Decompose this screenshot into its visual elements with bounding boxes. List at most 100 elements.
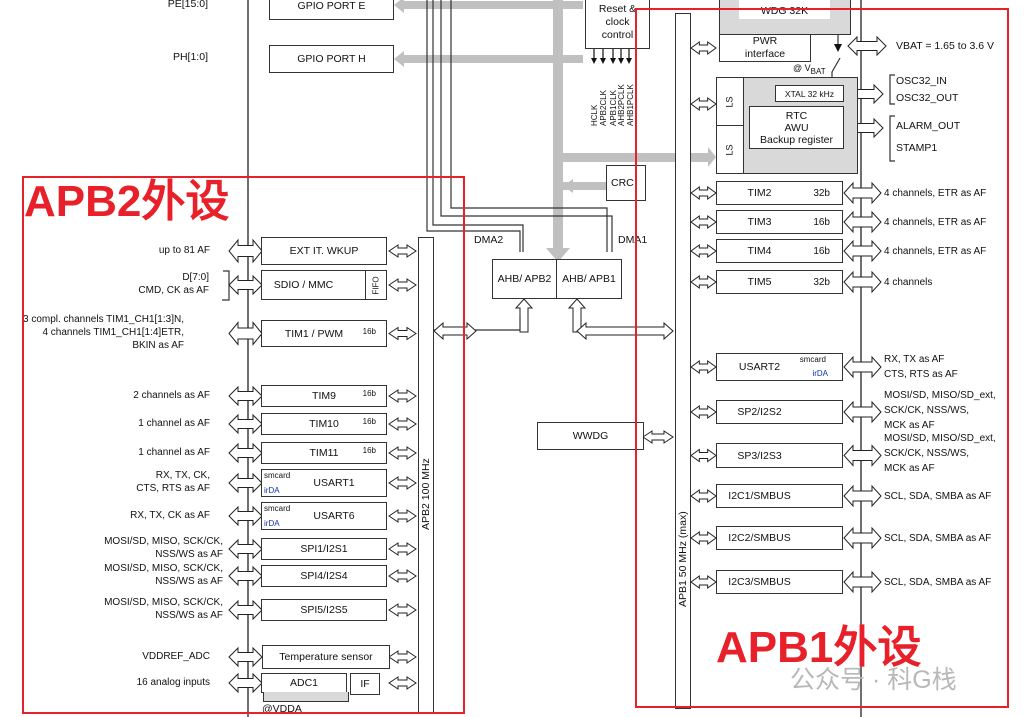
- clock-label-apb2clk: APB2CLK: [599, 89, 608, 126]
- gpio-port-e: GPIO PORT E: [269, 0, 394, 20]
- dma1-line: [440, 0, 613, 252]
- signal-label: RX, TX, CK, CTS, RTS as AF: [136, 470, 210, 494]
- apb2-ext-it-wkup-block: EXT IT. WKUP: [261, 237, 387, 265]
- apb2-spi5-i2s5-block: SPI5/I2S5: [261, 599, 387, 621]
- if-block: IF: [350, 673, 380, 695]
- signal-label: VDDREF_ADC: [142, 650, 210, 662]
- bus-arrow-icon: [388, 446, 417, 460]
- pin-arrow-icon: [843, 444, 882, 467]
- apb1-bus: [675, 13, 691, 709]
- apb1-bus-arrow-icon: [576, 321, 674, 341]
- signal-label: MOSI/SD, MISO/SD_ext, SCK/CK, NSS/WS, MC…: [884, 433, 996, 474]
- signal-label: MOSI/SD, MISO, SCK/CK, NSS/WS as AF: [104, 563, 223, 587]
- peripheral-label: SP3/I2S3: [737, 449, 782, 462]
- ph-label: PH[1:0]: [172, 51, 208, 63]
- fifo-block: FIFO: [365, 270, 387, 300]
- gpio-e-arrow-icon: [394, 0, 404, 13]
- signal-label: 1 channel as AF: [138, 446, 210, 458]
- peripheral-label: USART6: [313, 510, 355, 522]
- wwdg-block: WWDG: [537, 422, 644, 450]
- ahb-apb2-bridge: AHB/ APB2: [492, 259, 557, 299]
- smcard-label: smcard: [264, 471, 291, 480]
- gpio-port-h: GPIO PORT H: [269, 45, 394, 73]
- gpio-e-bus: [400, 1, 553, 9]
- dma2-label: DMA2: [474, 234, 504, 246]
- bus-arrow-icon: [388, 389, 417, 403]
- bus-arrow-icon: [388, 476, 417, 490]
- apb1-highlight-box: [635, 8, 1009, 708]
- alarm-out-label: ALARM_OUT: [896, 120, 961, 132]
- signal-label: D[7:0] CMD, CK as AF: [138, 272, 209, 296]
- apb2-title: APB2外设: [24, 177, 230, 226]
- peripheral-label: USART2: [738, 361, 781, 373]
- bit-width-label: 16b: [813, 246, 830, 257]
- peripheral-label: TIM11: [309, 447, 339, 459]
- peripheral-label: SDIO / MMC: [273, 279, 334, 291]
- ahb-apb2-label: AHB/ APB2: [497, 273, 552, 285]
- apb1-bridge-arrow-icon: [567, 298, 587, 333]
- apb1-title: APB1外设: [716, 623, 922, 672]
- bus-arrow-icon: [388, 417, 417, 431]
- clock-arrow-icon: [626, 58, 632, 64]
- osc32-out-label: OSC32_OUT: [896, 92, 959, 104]
- pin-arrow-icon: [843, 355, 882, 379]
- peripheral-label: TIM4: [747, 245, 772, 257]
- peripheral-label: SPI4/I2S4: [300, 570, 348, 582]
- vbat-sub-text: BAT: [810, 66, 826, 76]
- clock-label-ahb2pclk: AHB2PCLK: [617, 84, 626, 126]
- pin-arrow-icon: [843, 526, 882, 550]
- peripheral-label: EXT IT. WKUP: [289, 245, 359, 257]
- apb1-sp3-i2s3-block: SP3/I2S3: [716, 443, 843, 468]
- signal-label: 4 channels, ETR as AF: [884, 216, 987, 228]
- gray-bus-top-2: [563, 1, 583, 9]
- apb2-bus-arrow-icon: [433, 321, 477, 341]
- bit-width-label: 16b: [362, 326, 376, 336]
- clock-label-ahb1pclk: AHB1PCLK: [626, 84, 635, 126]
- peripheral-label: Temperature sensor: [279, 651, 373, 663]
- ahb-bus-arrow-icon: [546, 248, 570, 262]
- crc-label: CRC: [611, 177, 634, 189]
- gpio-h-bus: [400, 55, 553, 63]
- gpio-port-h-label: GPIO PORT H: [297, 53, 366, 65]
- vbat-label: VBAT = 1.65 to 3.6 V: [896, 40, 994, 52]
- signal-label: MOSI/SD, MISO, SCK/CK, NSS/WS as AF: [104, 597, 223, 621]
- clock-arrow-icon: [610, 58, 616, 64]
- wwdg-label: WWDG: [572, 430, 609, 442]
- vbat-at-text: @ V: [793, 63, 811, 73]
- apb1-tim4-block: TIM4 16b: [716, 239, 843, 263]
- irda-label: irDA: [264, 519, 280, 528]
- clock-label-hclk: HCLK: [590, 104, 599, 126]
- clock-arrow-icon: [591, 58, 597, 64]
- signal-label: 4 channels, ETR as AF: [884, 245, 987, 257]
- signal-label: up to 81 AF: [158, 244, 210, 256]
- bit-width-label: 16b: [362, 417, 376, 426]
- bit-width-label: 32b: [813, 277, 830, 288]
- bus-arrow-icon: [388, 326, 417, 341]
- ahb-apb1-label: AHB/ APB1: [562, 273, 616, 285]
- bit-width-label: 32b: [813, 188, 830, 199]
- peripheral-label: TIM10: [309, 418, 339, 430]
- pin-arrow-icon: [843, 570, 882, 594]
- pin-arrow-icon: [843, 239, 882, 263]
- wwdg-arrow-icon: [642, 430, 674, 444]
- signal-label: SCL, SDA, SMBA as AF: [884, 532, 992, 544]
- peripheral-label: TIM9: [312, 390, 336, 402]
- backup-bus-arrow-icon: [708, 147, 716, 167]
- signal-label: 2 channels as AF: [133, 389, 210, 401]
- signal-label: MOSI/SD, MISO/SD_ext, SCK/CK, NSS/WS, MC…: [884, 389, 996, 431]
- irda-label: irDA: [812, 369, 828, 378]
- bus-arrow-icon: [388, 603, 417, 617]
- apb1-sp2-i2s2-block: SP2/I2S2: [716, 400, 843, 424]
- peripheral-label: I2C3/SMBUS: [728, 576, 791, 588]
- apb1-i2c1-smbus-block: I2C1/SMBUS: [716, 484, 843, 508]
- bus-arrow-icon: [388, 650, 417, 664]
- apb2-adc1-block: ADC1: [261, 673, 347, 693]
- signal-label: RX, TX as AF CTS, RTS as AF: [884, 354, 958, 380]
- vbat-arrow-icon: [847, 35, 887, 57]
- bus-arrow-icon: [388, 278, 417, 292]
